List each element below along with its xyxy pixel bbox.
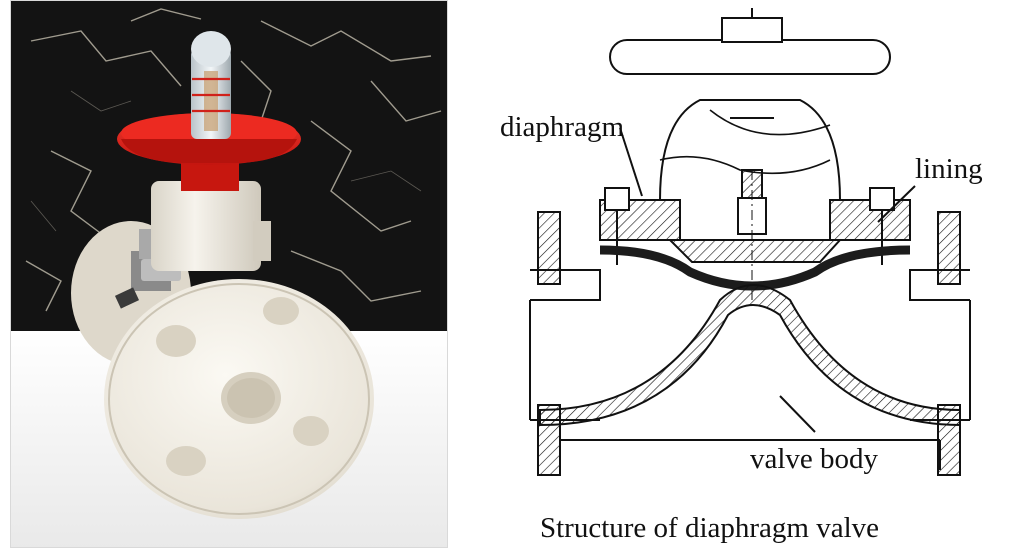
label-diaphragm: diaphragm <box>500 111 625 143</box>
label-lining: lining <box>915 153 983 185</box>
valve-photo-illustration <box>11 1 447 547</box>
label-valve-body: valve body <box>750 443 879 475</box>
valve-photo <box>10 0 448 548</box>
figure-caption: Structure of diaphragm valve <box>540 512 880 544</box>
valve-section-drawing: diaphragm lining valve body <box>460 0 1036 560</box>
valve-section-svg <box>529 8 971 476</box>
